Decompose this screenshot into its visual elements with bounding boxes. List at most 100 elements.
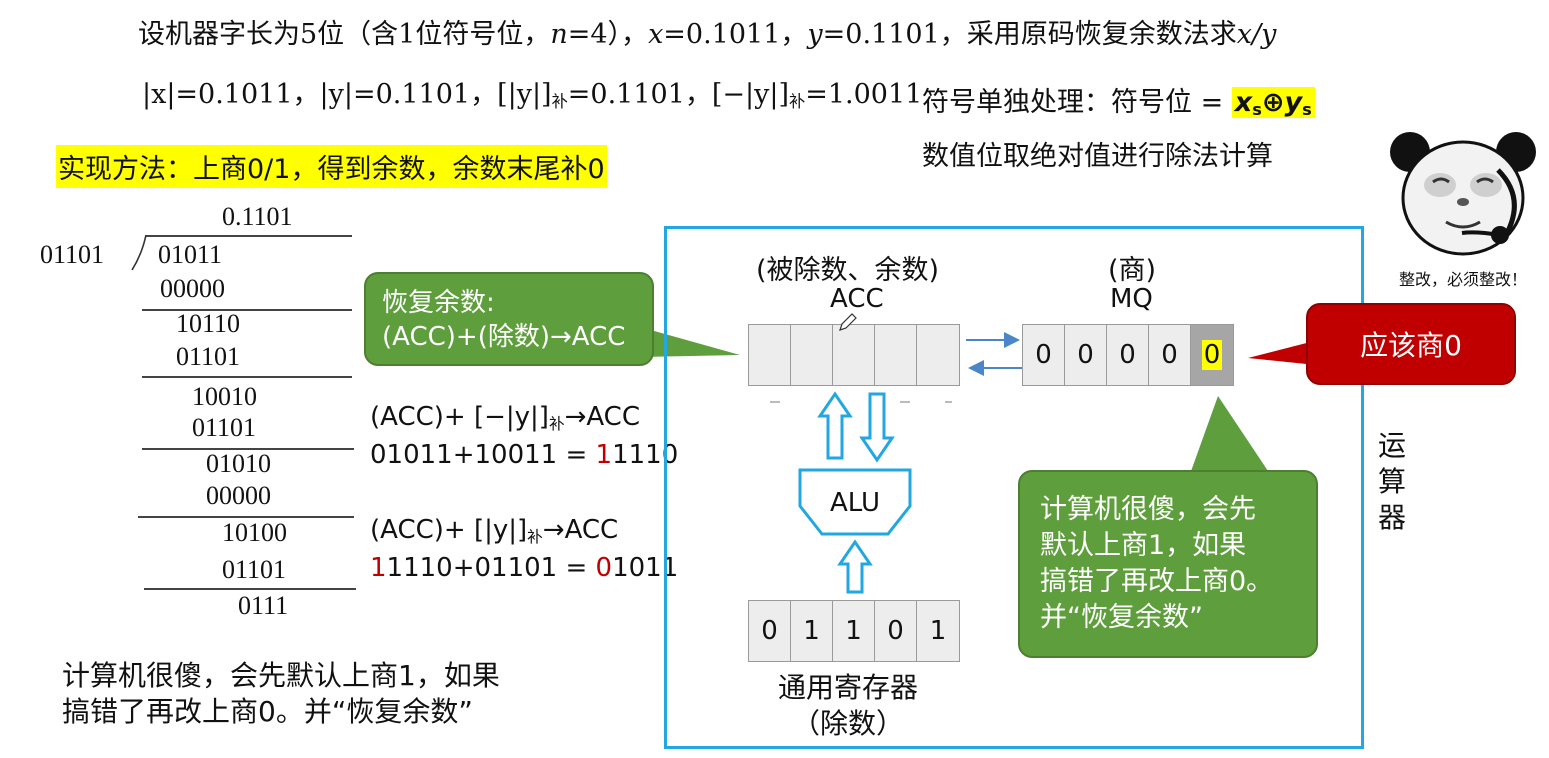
arithmetic-unit-label: 运 算 器	[1378, 428, 1406, 536]
reg-cell: 0	[749, 601, 791, 661]
division-line: 10010	[192, 382, 257, 411]
division-line: 01010	[206, 449, 271, 478]
reg-cell: 1	[791, 601, 833, 661]
division-rule	[144, 588, 356, 590]
method-note: 实现方法：上商0/1，得到余数，余数末尾补0	[56, 145, 607, 188]
abs-values-line: |x|=0.1011，|y|=0.1101，[|y|]补=0.1101，[−|y…	[142, 72, 922, 112]
panda-meme: 整改，必须整改！	[1388, 130, 1538, 289]
abs-x: |x|=0.1011，	[142, 79, 320, 110]
step1-calc-text: 01011+10011 =	[370, 440, 596, 470]
quotient-rule	[146, 235, 352, 237]
step2-arrow: →ACC	[542, 515, 619, 545]
step2-red-digit2: 0	[595, 553, 613, 583]
division-bracket	[131, 234, 147, 271]
quotient: 0.1101	[222, 202, 293, 231]
division-line: 01011	[158, 240, 223, 269]
sign-note: 符号单独处理：符号位 = xs⊕ys	[922, 80, 1315, 119]
mq-cell: 0	[1107, 325, 1149, 385]
step1-sub: 补	[548, 414, 565, 433]
explain-line: 并“恢复余数”	[1040, 602, 1203, 633]
divisor: 01101	[40, 240, 105, 269]
bottom-note: 计算机很傻，会先默认上商1，如果 搞错了再改上商0。并“恢复余数”	[62, 658, 500, 730]
abs-y: |y|=0.1101，	[319, 79, 498, 110]
alu-to-acc-arrow	[817, 391, 853, 460]
sign-note-prefix: 符号单独处理：符号位 =	[922, 87, 1232, 118]
pencil-cursor-icon	[839, 313, 857, 331]
acc-cell	[791, 325, 833, 385]
bottom-note-line: 计算机很傻，会先默认上商1，如果	[62, 659, 500, 692]
datapath-arrows	[770, 332, 1022, 594]
acc-cell	[917, 325, 959, 385]
step2-expr: (ACC)+ [|y|]	[370, 515, 528, 545]
mq-cell: 0	[1065, 325, 1107, 385]
var-n: n	[550, 19, 568, 50]
explain-line: 计算机很傻，会先	[1040, 494, 1256, 525]
step2-rest: 1011	[612, 553, 679, 583]
xor-x: x	[1234, 87, 1253, 118]
division-line: 01101	[222, 555, 287, 584]
reg-cell: 1	[917, 601, 959, 661]
y-value: =0.1101，采用原码恢复余数法求	[822, 19, 1237, 50]
xor-y: y	[1284, 87, 1303, 118]
n-value: =4），	[567, 19, 649, 50]
problem-prefix: 设机器字长为5位（含1位符号位，	[138, 19, 551, 50]
side-char: 器	[1378, 501, 1407, 534]
pos-y-comp-val: =0.1101，	[567, 79, 712, 110]
neg-y-comp-sub: 补	[789, 92, 806, 112]
division-remainder: 0111	[238, 591, 289, 620]
x-value: =0.1011，	[663, 19, 808, 50]
xor-expression: xs⊕ys	[1231, 87, 1315, 120]
problem-statement: 设机器字长为5位（含1位符号位，n=4），x=0.1011，y=0.1101，采…	[138, 12, 1276, 51]
acc-cell	[749, 325, 791, 385]
xor-op: ⊕	[1261, 87, 1285, 118]
restore-line2: (ACC)+(除数)→ACC	[382, 322, 626, 352]
mq-label: MQ	[1110, 284, 1153, 314]
target-expr: x/y	[1236, 19, 1277, 50]
var-x: x	[648, 19, 664, 50]
division-line: 01101	[192, 413, 257, 442]
step1-red-digit: 1	[595, 440, 613, 470]
division-line: 10100	[222, 518, 287, 547]
division-line: 00000	[160, 274, 225, 303]
arithmetic-unit-frame	[664, 226, 1364, 749]
explain-line: 默认上商1，如果	[1040, 530, 1247, 561]
division-line: 01101	[176, 342, 241, 371]
reg-cell: 1	[833, 601, 875, 661]
mq-register: 0 0 0 0 0	[1022, 324, 1234, 386]
register-label: 通用寄存器	[778, 671, 919, 704]
division-line: 10110	[176, 309, 241, 338]
step2-sub: 补	[527, 527, 543, 546]
explain-callout-tail	[1190, 396, 1270, 474]
pos-y-comp-sub: 补	[551, 92, 568, 112]
step2-red-digit: 1	[370, 553, 387, 583]
side-char: 运	[1378, 429, 1407, 462]
restore-callout: 恢复余数: (ACC)+(除数)→ACC	[364, 272, 654, 366]
panda-meme-icon	[1388, 130, 1538, 260]
alu-shape	[798, 468, 912, 536]
alu-label: ALU	[830, 488, 881, 518]
var-y: y	[807, 19, 823, 50]
explain-callout: 计算机很傻，会先 默认上商1，如果 搞错了再改上商0。 并“恢复余数”	[1018, 470, 1318, 658]
explain-line: 搞错了再改上商0。	[1040, 566, 1274, 597]
acc-cell	[833, 325, 875, 385]
division-rule	[142, 309, 352, 311]
step2-expression: (ACC)+ [|y|]补→ACC	[370, 515, 618, 547]
xor-y-sub: s	[1302, 100, 1312, 120]
side-char: 算	[1378, 465, 1407, 498]
step1-calc: 01011+10011 = 11110	[370, 440, 678, 470]
step1-expression: (ACC)+ [−|y|]补→ACC	[370, 402, 640, 434]
reg-to-alu-arrow	[837, 539, 873, 594]
mq-cell-current: 0	[1191, 325, 1233, 385]
neg-y-comp-val: =1.0011	[805, 79, 923, 110]
acc-to-alu-arrow	[859, 392, 895, 463]
sign-note-line2: 数值位取绝对值进行除法计算	[922, 141, 1273, 172]
acc-label: ACC	[830, 284, 884, 314]
step2-calc-text: 1110+01101 =	[386, 553, 596, 583]
general-register: 0 1 1 0 1	[748, 600, 960, 662]
acc-register	[748, 324, 960, 386]
reg-cell: 0	[875, 601, 917, 661]
mq-cell: 0	[1023, 325, 1065, 385]
division-rule	[142, 448, 354, 450]
acc-description: (被除数、余数)	[756, 255, 940, 286]
step1-arrow: →ACC	[564, 402, 640, 432]
